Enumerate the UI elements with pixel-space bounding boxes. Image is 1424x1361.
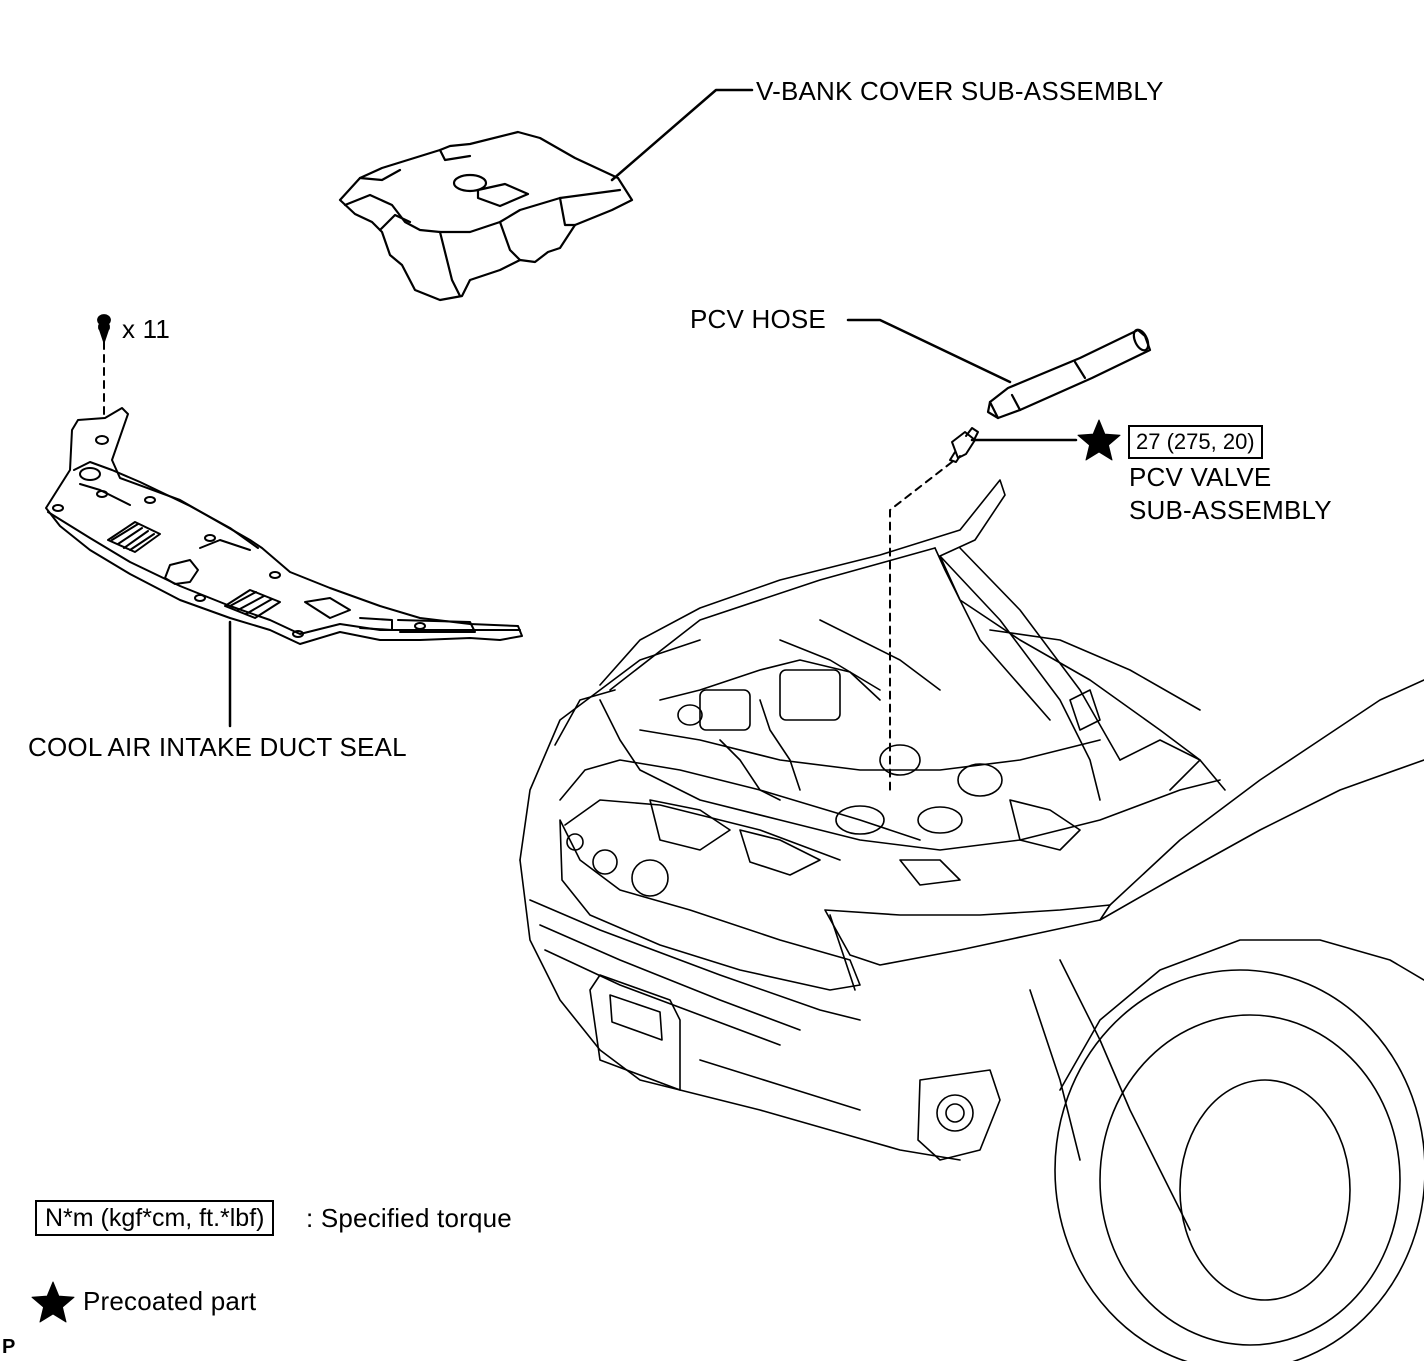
v-bank-cover-label: V-BANK COVER SUB-ASSEMBLY [756,76,1164,106]
torque-value-box: 27 (275, 20) [1128,425,1263,459]
v-bank-leader [610,88,754,182]
cool-air-intake-duct-seal-label: COOL AIR INTAKE DUCT SEAL [28,732,407,762]
clip-icon [97,314,111,343]
legend-precoat-description: Precoated part [83,1286,257,1316]
pcv-hose-leader [846,318,1012,384]
pcv-valve-label-line1: PCV VALVE [1129,462,1272,492]
page-code: P [2,1336,16,1358]
pcv-valve-label-line2: SUB-ASSEMBLY [1129,495,1332,525]
vehicle-front-outline [519,479,1424,1361]
legend-torque-unit-box: N*m (kgf*cm, ft.*lbf) [35,1200,275,1236]
clip-count-label: x 11 [122,314,171,344]
pcv-valve-dashed-guide [889,461,953,791]
legend-precoat-star-icon [31,1281,75,1323]
legend-torque-description: : Specified torque [306,1203,512,1233]
cool-air-intake-duct-seal-part [45,407,523,645]
pcv-hose-label: PCV HOSE [690,304,826,334]
precoat-star-icon [1077,419,1121,461]
v-bank-cover-part [338,130,634,302]
pcv-valve-part [949,427,979,463]
pcv-hose-part [986,328,1152,420]
